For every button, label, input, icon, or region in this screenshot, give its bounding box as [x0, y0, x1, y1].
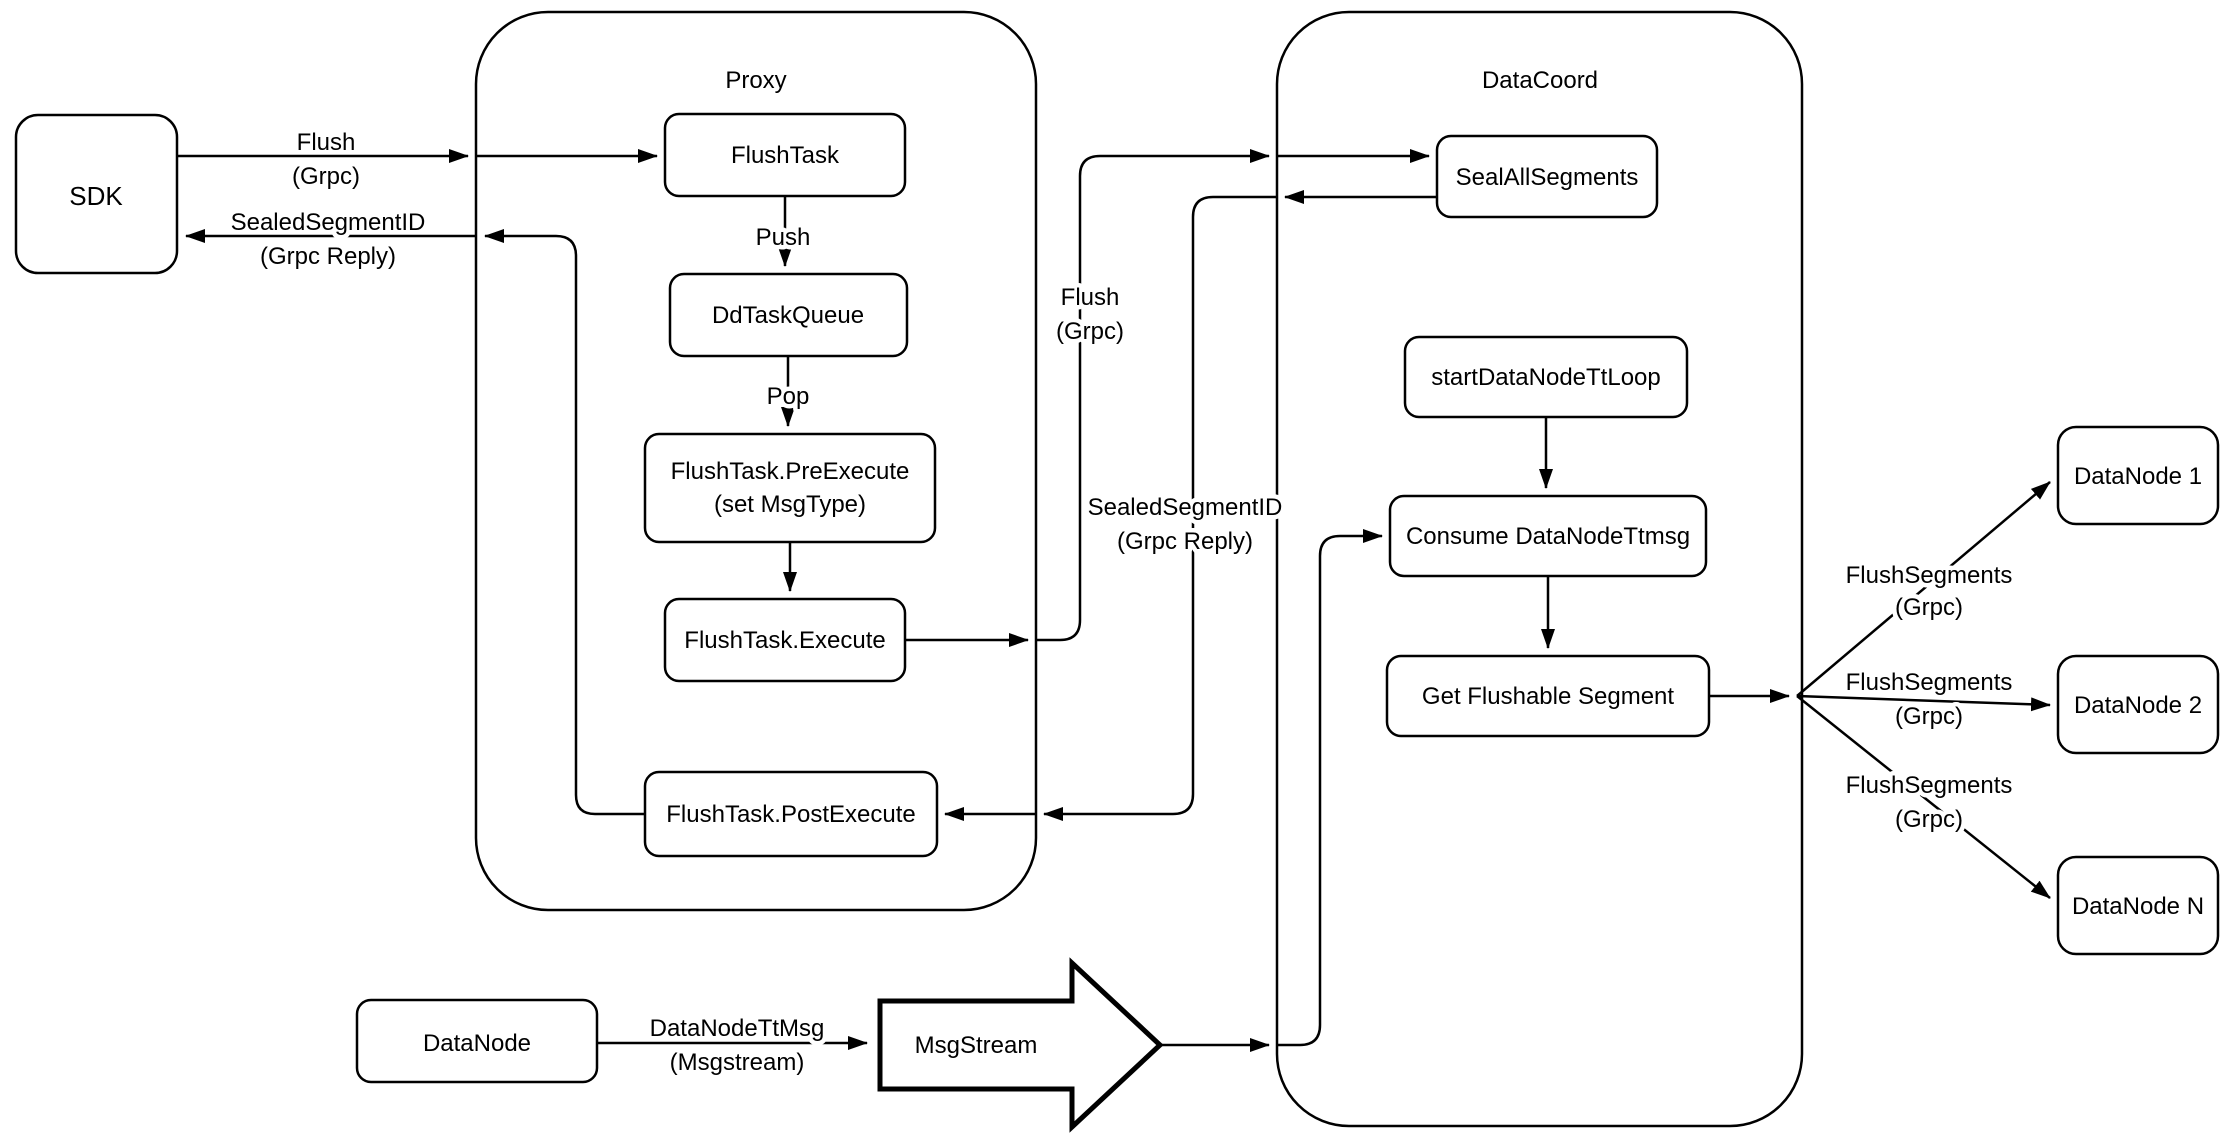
flushtask-label: FlushTask: [731, 142, 840, 169]
datanode1-label: DataNode 1: [2074, 463, 2202, 490]
flushtask-node: [663, 112, 907, 198]
edge-datacoord-edge-to-consume: [1277, 529, 1383, 1047]
flushsegments3-label-line2: (Grpc): [1895, 806, 1963, 833]
sdk-flush-label-line1: Flush: [297, 129, 356, 156]
preexecute-label-line1: FlushTask.PreExecute: [671, 458, 910, 485]
msgstream-block-arrow: [877, 957, 1164, 1133]
datanode-bottom-node: [355, 998, 599, 1084]
datanodettmsg-label-line2: (Msgstream): [670, 1049, 805, 1076]
sdk-label: SDK: [69, 181, 123, 211]
flushsegments2-label-line1: FlushSegments: [1846, 669, 2013, 696]
proxy-title: Proxy: [725, 67, 786, 94]
proxy-container: [474, 10, 1038, 912]
flushsegments2-label-line2: (Grpc): [1895, 703, 1963, 730]
push-label: Push: [756, 224, 811, 251]
datanoden-node: [2056, 855, 2220, 956]
datanode1-node: [2056, 425, 2220, 526]
startdatanodettloop-node: [1403, 335, 1689, 419]
datanode2-node: [2056, 654, 2220, 755]
edge-proxy-to-datacoord-flush: [1036, 149, 1270, 642]
startdatanodettloop-label: startDataNodeTtLoop: [1431, 364, 1660, 391]
consumedatanodettmsg-label: Consume DataNodeTtmsg: [1406, 523, 1690, 550]
datacoord-reply-label-line1: SealedSegmentID: [1088, 494, 1283, 521]
edge-postexecute-to-proxy-edge: [484, 229, 645, 816]
preexecute-label-line2: (set MsgType): [714, 491, 866, 518]
edge-datacoord-to-proxy-reply: [1043, 195, 1277, 821]
datacoord-flush-label-line2: (Grpc): [1056, 318, 1124, 345]
edge-fan-to-datanode2: [1796, 694, 2051, 712]
ddtaskqueue-label: DdTaskQueue: [712, 302, 864, 329]
datanode-bottom-label: DataNode: [423, 1030, 531, 1057]
sdk-reply-label-line2: (Grpc Reply): [260, 243, 396, 270]
datacoord-title: DataCoord: [1482, 67, 1598, 94]
sdk-reply-label-line1: SealedSegmentID: [231, 209, 426, 236]
flushsegments3-label-line1: FlushSegments: [1846, 772, 2013, 799]
execute-node: [663, 597, 907, 683]
sealallsegments-node: [1435, 134, 1659, 219]
datacoord-reply-label-line2: (Grpc Reply): [1117, 528, 1253, 555]
flushsegments1-label-line1: FlushSegments: [1846, 562, 2013, 589]
execute-label: FlushTask.Execute: [684, 627, 885, 654]
sealallsegments-label: SealAllSegments: [1456, 164, 1639, 191]
flushsegments1-label-line2: (Grpc): [1895, 594, 1963, 621]
edge-fan-to-datanode1: [1796, 481, 2051, 697]
getflushablesegment-node: [1385, 654, 1711, 738]
sdk-flush-label-line2: (Grpc): [292, 163, 360, 190]
consumedatanodettmsg-node: [1388, 494, 1708, 578]
edge-fan-to-datanoden: [1796, 695, 2051, 899]
preexecute-node: [643, 432, 937, 544]
datacoord-flush-label-line1: Flush: [1061, 284, 1120, 311]
postexecute-label: FlushTask.PostExecute: [666, 801, 915, 828]
datacoord-container: [1275, 10, 1804, 1128]
datanoden-label: DataNode N: [2072, 893, 2204, 920]
postexecute-node: [643, 770, 939, 858]
msgstream-label: MsgStream: [915, 1032, 1038, 1059]
datanodettmsg-label-line1: DataNodeTtMsg: [650, 1015, 825, 1042]
pop-label: Pop: [767, 383, 810, 410]
getflushablesegment-label: Get Flushable Segment: [1422, 683, 1674, 710]
ddtaskqueue-node: [668, 272, 909, 358]
sdk-node: [14, 113, 179, 275]
datanode2-label: DataNode 2: [2074, 692, 2202, 719]
